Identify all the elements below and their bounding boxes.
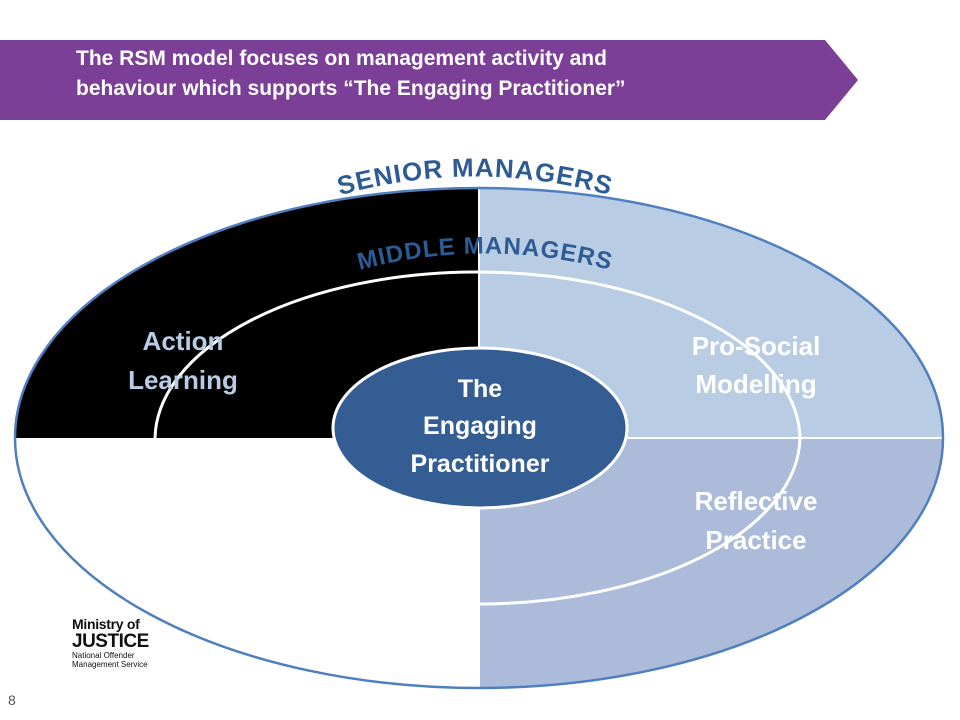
logo-line-4: Management Service [72, 660, 148, 669]
banner-text: The RSM model focuses on management acti… [76, 44, 816, 104]
action-learning-line-2: Learning [128, 365, 238, 395]
center-ellipse [331, 346, 629, 510]
logo-line-2: JUSTICE [72, 631, 149, 652]
pro-social-line-1: Pro-Social [692, 331, 821, 361]
middle-managers-ring [153, 270, 802, 606]
page-number: 8 [8, 692, 16, 708]
banner-text-line-1: The RSM model focuses on management acti… [76, 47, 607, 70]
banner-shape [0, 40, 858, 120]
center-line-2: Engaging [423, 412, 537, 440]
title-banner: The RSM model focuses on management acti… [0, 40, 860, 120]
ministry-of-justice-logo: Ministry of JUSTICE National Offender Ma… [72, 617, 192, 687]
center-line-3: Practitioner [411, 450, 550, 478]
center-line-1: The [458, 375, 503, 403]
reflective-line-1: Reflective [695, 486, 818, 516]
action-learning-line-1: Action [143, 326, 224, 356]
banner-text-line-2: behaviour which supports “The Engaging P… [76, 77, 626, 100]
reflective-line-2: Practice [705, 525, 806, 555]
logo-line-3: National Offender [72, 651, 135, 660]
pro-social-line-2: Modelling [695, 369, 816, 399]
logo-line-1: Ministry of [72, 616, 140, 632]
senior-managers-ellipse [13, 186, 945, 690]
